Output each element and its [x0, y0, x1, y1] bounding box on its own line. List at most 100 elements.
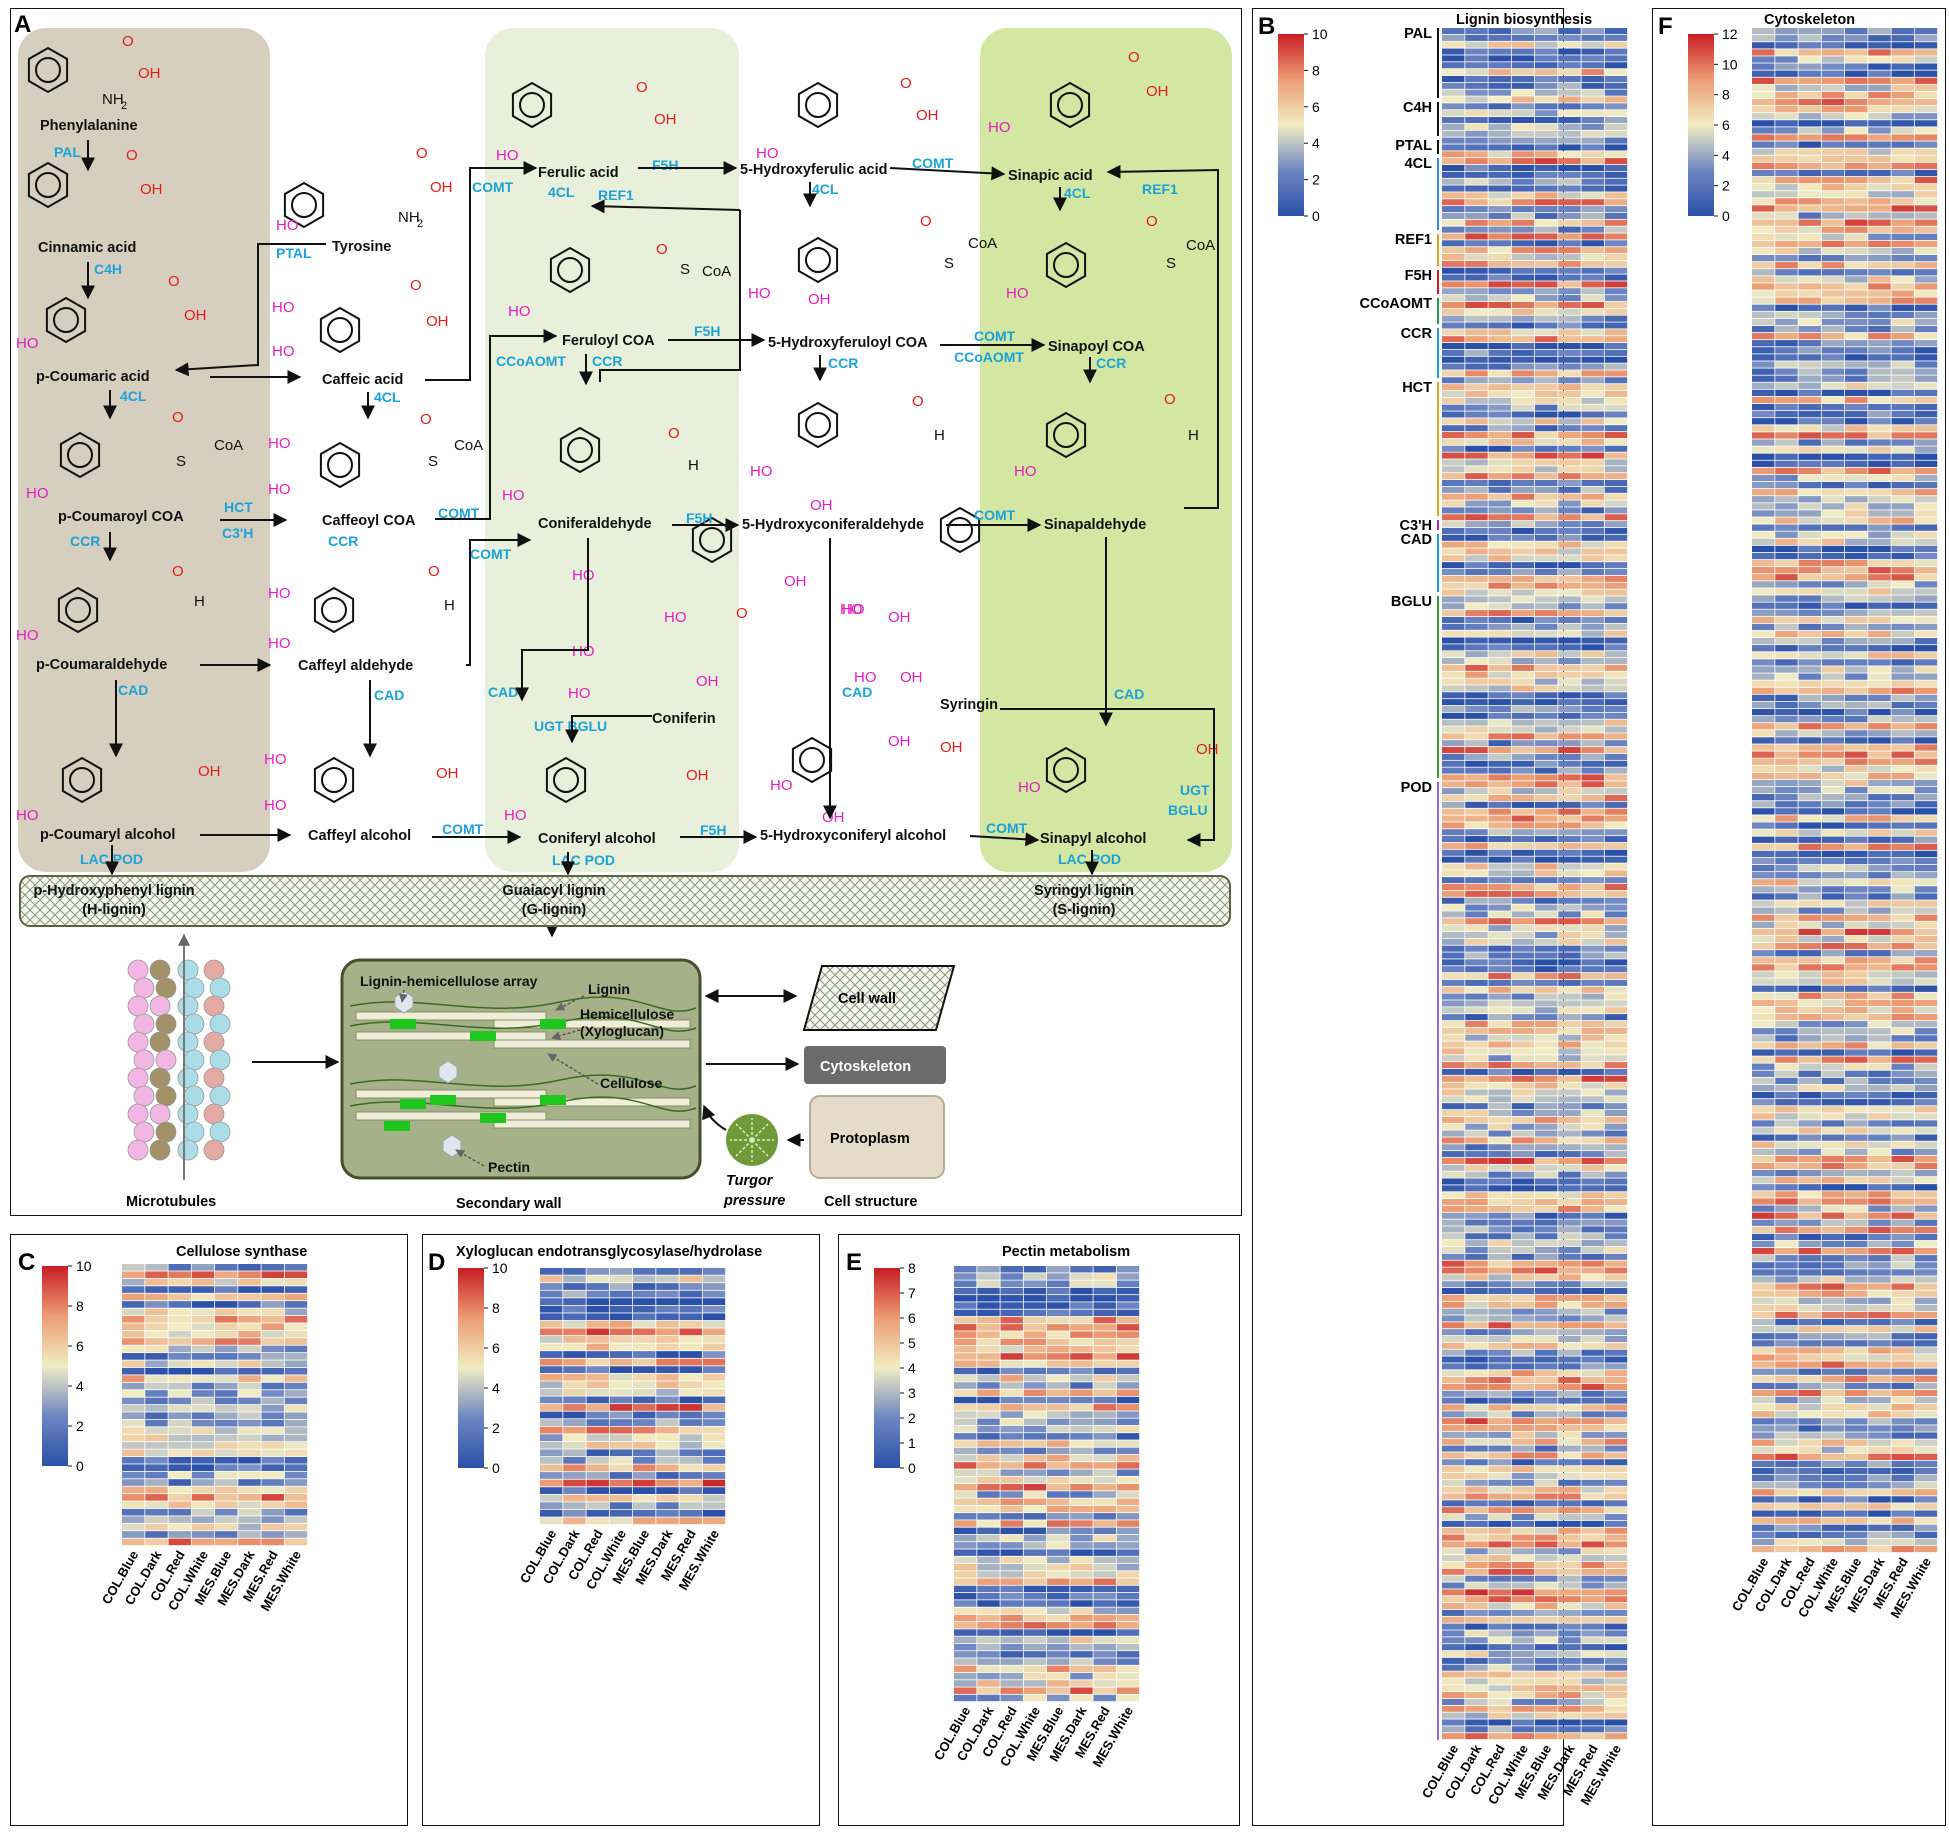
heat-cell-F-46-4	[1845, 354, 1868, 361]
heat-cell-F-24-3	[1821, 198, 1845, 205]
heat-cell-B-82-0	[1442, 589, 1465, 596]
heat-cell-E-24-7	[1116, 1440, 1140, 1447]
heat-cell-F-162-5	[1868, 1177, 1891, 1184]
heat-cell-F-93-0	[1752, 687, 1775, 694]
heat-cell-B-84-5	[1558, 603, 1581, 610]
heat-cell-B-210-6	[1581, 1466, 1604, 1473]
cellulose-fibril-3a	[355, 1111, 547, 1121]
heat-cell-C-24-0	[122, 1442, 145, 1449]
heat-cell-F-16-7	[1914, 141, 1938, 148]
heat-cell-F-54-5	[1868, 411, 1891, 418]
heat-cell-B-201-2	[1488, 1404, 1511, 1411]
heat-cell-F-64-1	[1775, 481, 1798, 489]
heat-cell-B-24-5	[1558, 192, 1581, 199]
heat-cell-E-0-1	[977, 1266, 1000, 1273]
heat-cell-B-239-7	[1604, 1664, 1628, 1671]
heat-cell-B-107-3	[1511, 760, 1535, 767]
heat-cell-B-165-2	[1488, 1157, 1511, 1164]
heat-cell-F-58-3	[1821, 439, 1845, 446]
heat-cell-B-151-3	[1511, 1062, 1535, 1069]
heat-cell-D-3-0	[540, 1290, 563, 1298]
heat-cell-F-39-2	[1798, 304, 1821, 311]
heat-cell-F-110-6	[1891, 808, 1914, 815]
heat-cell-B-136-5	[1558, 959, 1581, 966]
heat-cell-B-111-5	[1558, 788, 1581, 795]
heat-cell-B-141-3	[1511, 993, 1535, 1000]
heat-cell-B-153-7	[1604, 1075, 1628, 1082]
heat-cell-B-225-5	[1558, 1568, 1581, 1575]
heat-cell-E-20-6	[1093, 1411, 1116, 1418]
cytoskeleton-label: Cytoskeleton	[820, 1059, 911, 1075]
heat-cell-F-38-0	[1752, 297, 1775, 304]
heat-cell-B-197-1	[1465, 1377, 1488, 1384]
heat-cell-F-46-1	[1775, 354, 1798, 361]
heat-cell-C-11-7	[284, 1345, 308, 1353]
heat-cell-C-10-5	[238, 1338, 261, 1345]
heat-cell-B-16-2	[1488, 137, 1511, 144]
heat-cell-F-137-4	[1845, 999, 1868, 1007]
heat-cell-B-144-0	[1442, 1014, 1465, 1021]
heat-cell-F-28-6	[1891, 226, 1914, 233]
heat-cell-D-17-0	[540, 1396, 563, 1404]
heat-cell-B-209-3	[1511, 1459, 1535, 1466]
heat-cell-C-4-7	[284, 1293, 308, 1301]
heat-cell-F-202-2	[1798, 1460, 1821, 1468]
heat-cell-F-212-1	[1775, 1531, 1798, 1539]
heat-cell-B-109-6	[1581, 774, 1604, 781]
heat-cell-F-180-1	[1775, 1304, 1798, 1312]
heat-cell-F-75-0	[1752, 559, 1775, 567]
heat-cell-F-157-1	[1775, 1141, 1798, 1148]
heat-cell-F-71-6	[1891, 531, 1914, 538]
heat-cell-F-22-4	[1845, 184, 1868, 191]
heat-cell-B-120-1	[1465, 849, 1488, 856]
heat-cell-D-22-3	[609, 1434, 633, 1442]
heat-cell-B-16-6	[1581, 137, 1604, 144]
heat-cell-F-40-6	[1891, 311, 1914, 319]
protoplasm-label: Protoplasm	[830, 1131, 910, 1147]
heat-cell-C-4-5	[238, 1293, 261, 1301]
heat-cell-F-192-1	[1775, 1389, 1798, 1397]
heat-cell-F-56-6	[1891, 425, 1914, 432]
heat-cell-F-167-6	[1891, 1212, 1914, 1219]
heat-cell-B-155-3	[1511, 1089, 1535, 1096]
heat-cell-F-12-5	[1868, 113, 1891, 120]
cellulose-fibril-1b	[493, 1039, 691, 1049]
heat-cell-B-52-2	[1488, 384, 1511, 391]
heat-cell-B-181-5	[1558, 1267, 1581, 1274]
heat-cell-B-172-1	[1465, 1205, 1488, 1212]
heat-cell-F-133-1	[1775, 971, 1798, 978]
heat-cell-F-10-3	[1821, 98, 1845, 106]
heat-cell-B-68-0	[1442, 493, 1465, 500]
heat-cell-B-97-3	[1511, 692, 1535, 699]
heat-cell-D-2-2	[586, 1283, 609, 1290]
heat-cell-F-22-2	[1798, 184, 1821, 191]
heat-cell-C-1-4	[215, 1271, 238, 1279]
heat-cell-B-45-5	[1558, 336, 1581, 343]
enzyme-ccr-s: CCR	[1096, 355, 1126, 371]
heat-cell-B-101-6	[1581, 719, 1604, 726]
heat-cell-B-229-1	[1465, 1596, 1488, 1603]
heat-cell-F-167-0	[1752, 1212, 1775, 1219]
heat-cell-B-249-7	[1604, 1733, 1628, 1740]
heat-cell-B-208-1	[1465, 1452, 1488, 1459]
heat-cell-F-77-1	[1775, 574, 1798, 581]
heat-cell-B-43-3	[1511, 322, 1535, 329]
heat-cell-B-38-0	[1442, 288, 1465, 295]
heat-cell-F-150-3	[1821, 1091, 1845, 1099]
heat-cell-B-119-0	[1442, 842, 1465, 849]
heat-cell-C-30-6	[261, 1486, 284, 1494]
heat-cell-B-196-1	[1465, 1370, 1488, 1377]
heat-cell-B-6-1	[1465, 69, 1488, 76]
enzyme-ugt-s: UGT	[1180, 782, 1210, 798]
heat-cell-F-112-3	[1821, 822, 1845, 829]
heat-cell-B-114-4	[1535, 808, 1558, 815]
heat-cell-D-24-7	[702, 1449, 726, 1457]
heat-cell-B-200-3	[1511, 1397, 1535, 1404]
heat-cell-B-247-7	[1604, 1719, 1628, 1726]
heat-cell-B-244-3	[1511, 1698, 1535, 1705]
heat-cell-B-88-6	[1581, 630, 1604, 637]
heat-cell-B-27-2	[1488, 212, 1511, 219]
heat-cell-B-111-1	[1465, 788, 1488, 795]
heat-cell-B-73-6	[1581, 527, 1604, 534]
heat-cell-B-196-0	[1442, 1370, 1465, 1377]
